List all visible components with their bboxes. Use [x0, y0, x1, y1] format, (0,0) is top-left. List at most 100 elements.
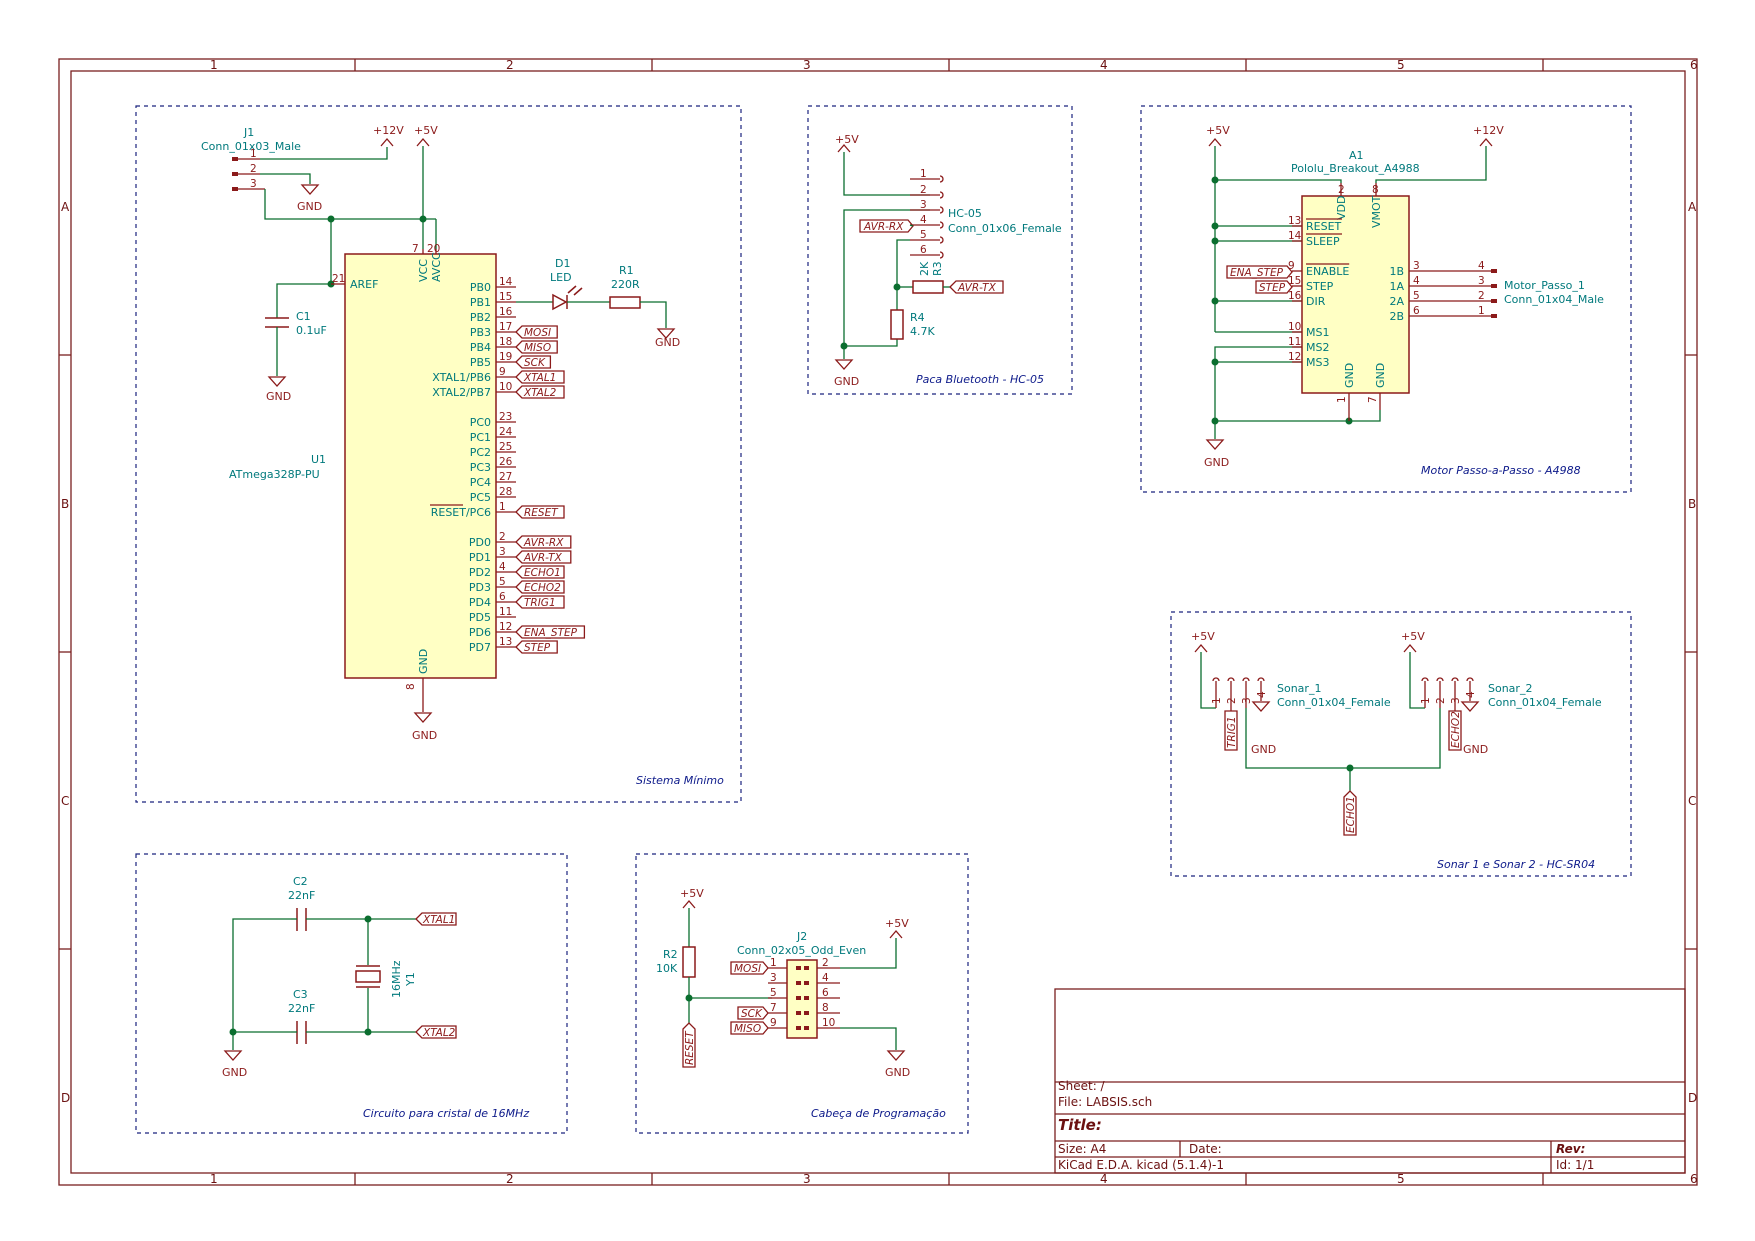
label-avr-tx-bt: AVR-TX	[949, 280, 1004, 294]
programming-section: +5V R2 10K RESET +5V GND J2 Conn_02x05_O…	[656, 887, 910, 1079]
gnd-label-crystal: GND	[222, 1066, 247, 1079]
a1-pin-number: 9	[1288, 260, 1295, 272]
motor-conn-pin-1: 1	[1478, 305, 1485, 317]
title-block-rev: Rev:	[1556, 1142, 1585, 1156]
motor-conn-pin-2: 2	[1478, 290, 1485, 302]
power-12v-motor: +12V	[1473, 124, 1504, 147]
r4-value: 4.7K	[910, 325, 935, 338]
u1-pin-number: 17	[499, 321, 512, 333]
c2-ref: C2	[293, 875, 308, 888]
r1-resistor[interactable]: R1 220R	[609, 264, 667, 328]
sonar1-pin-2: 2	[1226, 697, 1238, 704]
u1-pin-number: 6	[499, 591, 506, 603]
sonar1-connector[interactable]: 1 2 3 4 Sonar_1 Conn_01x04_Female	[1211, 677, 1391, 711]
c3-capacitor[interactable]: C3 22nF	[288, 988, 416, 1044]
motor-connector[interactable]: 4 3 2 1 Motor_Passo_1 Conn_01x04_Male	[1409, 260, 1604, 318]
hc05-pin-6: 6	[920, 244, 927, 256]
j2-pin-contact	[804, 966, 809, 970]
u1-atmega328p[interactable]: 7 20 VCC AVCC 21 AREF 8 GND U1 ATmega328…	[229, 243, 586, 712]
y1-crystal[interactable]: 16MHz Y1	[355, 919, 417, 1032]
label-miso-prog-text: MISO	[734, 1023, 761, 1035]
label-mosi-prog-text: MOSI	[734, 963, 761, 975]
net-label-tag	[515, 625, 586, 639]
hc05-pin-2: 2	[920, 184, 927, 196]
u1-pin-vcc-name: VCC	[417, 259, 430, 282]
col-label-4-bottom: 4	[1100, 1172, 1108, 1186]
u1-pin-name: PC2	[470, 446, 491, 459]
j2-pin-contact	[804, 981, 809, 985]
net-label-text: XTAL2	[523, 387, 557, 399]
u1-pin-name: RESET/PC6	[431, 506, 491, 519]
title-block-sheet: Sheet: /	[1058, 1079, 1106, 1093]
gnd-symbol-u1: GND	[412, 712, 437, 742]
u1-pin-number: 2	[499, 531, 506, 543]
power-12v-label-motor: +12V	[1473, 124, 1504, 137]
a1-ref: A1	[1349, 149, 1364, 162]
u1-pin-name: PD2	[469, 566, 491, 579]
title-block: Sheet: / File: LABSIS.sch Title: Size: A…	[1054, 988, 1686, 1174]
u1-pin-name: PC5	[470, 491, 491, 504]
r2-resistor[interactable]: R2 10K	[656, 946, 696, 978]
c1-capacitor[interactable]: C1 0.1uF	[265, 283, 331, 376]
gnd-label-r1: GND	[655, 336, 680, 349]
r3-resistor[interactable]: 2K R3	[897, 261, 950, 294]
u1-pin-name: PB2	[470, 311, 491, 324]
sonar2-ref: Sonar_2	[1488, 682, 1532, 695]
net-label-text: SCK	[524, 357, 546, 369]
j1-ref: J1	[243, 126, 254, 139]
a1-pin-gnd7-name: GND	[1374, 363, 1387, 388]
power-5v-bt: +5V	[835, 133, 859, 153]
label-avr-rx-bt: AVR-RX	[859, 219, 914, 233]
power-12v-label: +12V	[373, 124, 404, 137]
gnd-symbol-bt: GND	[834, 359, 859, 388]
col-label-1: 1	[210, 58, 218, 72]
a1-pin-vdd-name: VDD	[1335, 196, 1348, 220]
net-label-text: ENA_STEP	[524, 627, 578, 639]
u1-pin-number: 3	[499, 546, 506, 558]
j2-pin-contact	[796, 981, 801, 985]
c2-capacitor[interactable]: C2 22nF	[288, 875, 416, 931]
power-5v-label-j2: +5V	[885, 917, 909, 930]
motor-conn-ref: Motor_Passo_1	[1504, 279, 1585, 292]
j2-pin-contact	[796, 996, 801, 1000]
gnd-label-sonar1: GND	[1251, 743, 1276, 756]
u1-pin-name: XTAL2/PB7	[432, 386, 491, 399]
r1-value: 220R	[611, 278, 640, 291]
net-label-tag	[515, 595, 565, 609]
label-step-motor-text: STEP	[1259, 282, 1286, 294]
j2-right-pin-number: 4	[822, 972, 829, 984]
a1-pin-2a: 52A	[1389, 290, 1419, 308]
hc05-pin-4: 4	[920, 214, 927, 226]
row-label-b: B	[61, 497, 69, 511]
sonar2-pin-3: 3	[1450, 697, 1462, 704]
a1-value: Pololu_Breakout_A4988	[1291, 162, 1420, 175]
col-label-5: 5	[1397, 58, 1405, 72]
hc05-value: Conn_01x06_Female	[948, 222, 1062, 235]
a1-driver[interactable]: A1 Pololu_Breakout_A4988 2 8 VDD VMOT 1 …	[1288, 149, 1420, 421]
j1-connector[interactable]: J1 Conn_01x03_Male 1 2 3	[201, 126, 301, 191]
hc05-connector[interactable]: 1 2 3 4 5 6 HC-05 Conn_01x06_Female	[910, 168, 1062, 259]
r4-resistor[interactable]: R4 4.7K	[890, 309, 935, 340]
a1-pin-name: 1B	[1389, 265, 1404, 278]
a1-pin-name: 2B	[1389, 310, 1404, 323]
u1-pin-name: PD5	[469, 611, 491, 624]
col-label-3: 3	[803, 58, 811, 72]
r2-ref: R2	[663, 948, 678, 961]
j1-pin-3: 3	[250, 178, 257, 190]
net-label-tag	[515, 385, 565, 399]
label-trig1-sonar: TRIG1	[1224, 710, 1238, 751]
sonar2-connector[interactable]: 1 2 3 4 Sonar_2 Conn_01x04_Female	[1420, 677, 1602, 711]
gnd-symbol-c1: GND	[266, 376, 291, 403]
d1-led[interactable]: D1 LED	[516, 257, 610, 311]
